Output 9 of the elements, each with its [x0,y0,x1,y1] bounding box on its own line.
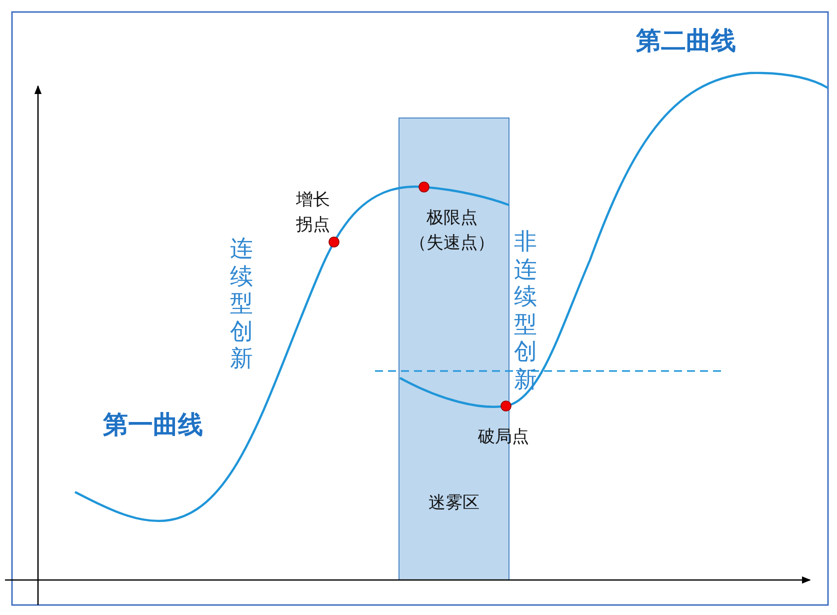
point-label: 极限点（失速点） [408,207,496,255]
zone-label: 迷雾区 [428,492,480,515]
vertical-label: 非连续型创新 [514,229,538,395]
curve-title: 第二曲线 [636,25,736,57]
curve-title: 第一曲线 [103,409,203,441]
point-label: 破局点 [478,426,529,449]
point-label: 增长拐点 [296,189,331,237]
vertical-label: 连续型创新 [230,236,254,374]
fog-zone-band [398,118,510,580]
